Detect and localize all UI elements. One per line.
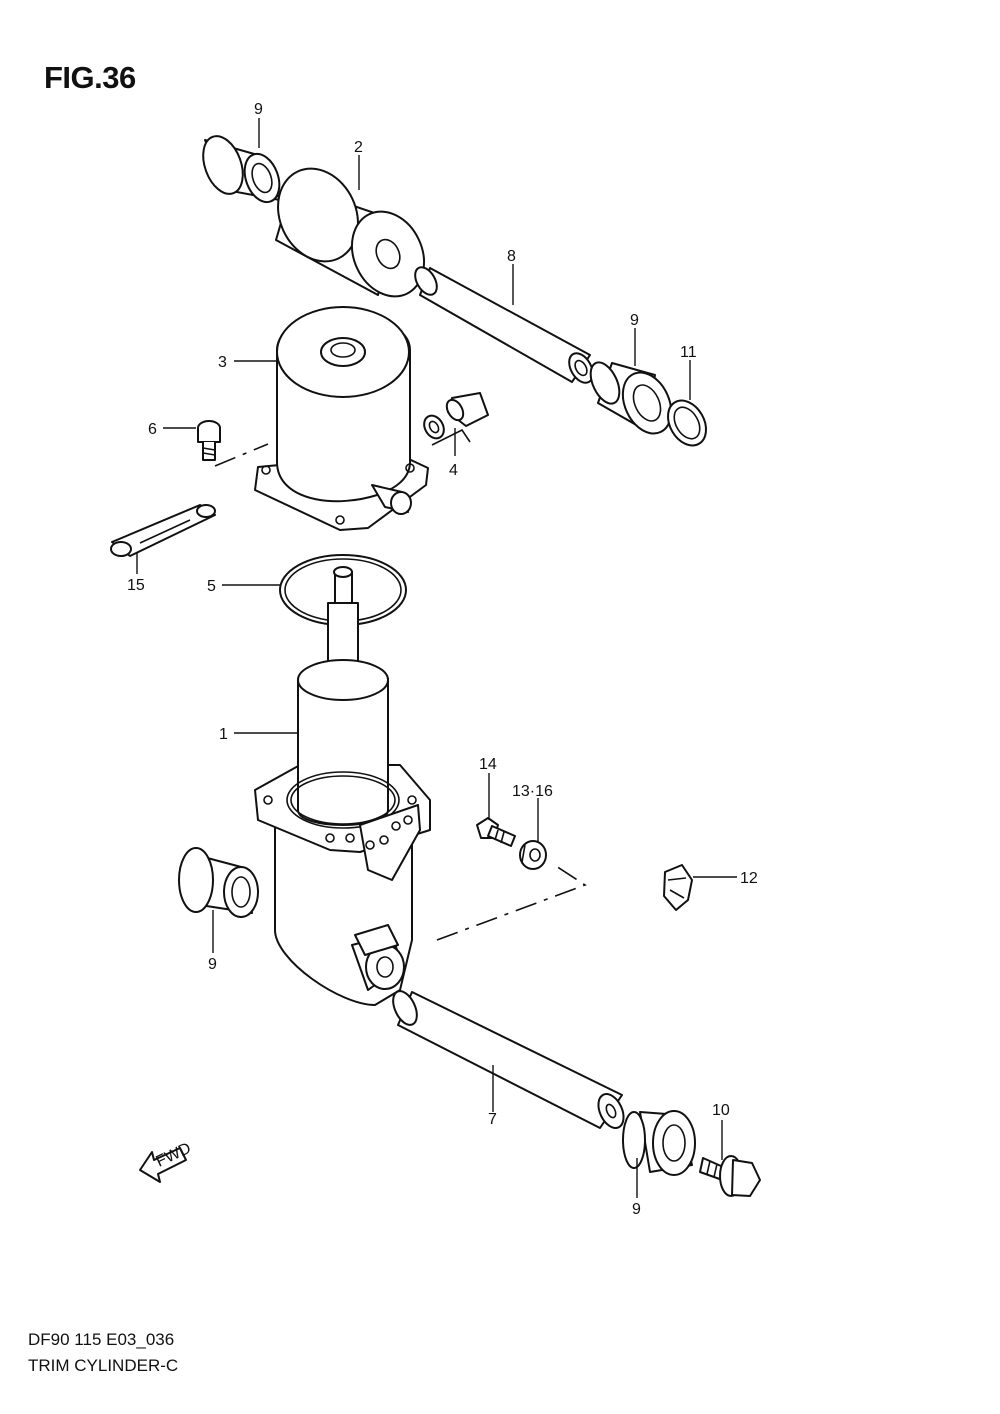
screw-14 bbox=[476, 817, 516, 847]
callout-8: 8 bbox=[507, 248, 516, 265]
snap-ring-11 bbox=[667, 399, 707, 447]
callout-6: 6 bbox=[148, 421, 157, 438]
fitting-4 bbox=[423, 392, 489, 446]
callout-2: 2 bbox=[354, 139, 363, 156]
assembly-line-bracket bbox=[436, 865, 587, 941]
bushing-9-bottom bbox=[622, 1110, 696, 1176]
callout-11: 11 bbox=[680, 344, 697, 361]
callout-5: 5 bbox=[207, 578, 216, 595]
callout-15: 15 bbox=[127, 577, 145, 594]
pin-8 bbox=[414, 266, 594, 384]
leader-lines bbox=[136, 118, 737, 1198]
ground-strap-15 bbox=[110, 504, 216, 557]
callout-12: 12 bbox=[740, 870, 758, 887]
bolt-6 bbox=[197, 420, 269, 467]
figure-title: FIG.36 bbox=[44, 60, 136, 95]
callout-9-right: 9 bbox=[630, 312, 639, 329]
bushing-9-right bbox=[589, 361, 673, 435]
callout-9-top: 9 bbox=[254, 101, 263, 118]
sleeve-2 bbox=[275, 167, 425, 298]
callout-10: 10 bbox=[712, 1102, 730, 1119]
pin-7 bbox=[392, 990, 625, 1129]
callout-9-bottom: 9 bbox=[632, 1201, 641, 1218]
callout-1: 1 bbox=[219, 726, 228, 743]
bolt-10 bbox=[699, 1155, 761, 1197]
figure-name: TRIM CYLINDER-C bbox=[28, 1356, 179, 1375]
cylinder-1 bbox=[254, 566, 431, 1006]
callout-9-left: 9 bbox=[208, 956, 217, 973]
bushing-9-top bbox=[202, 135, 281, 204]
figure-code: DF90 115 E03_036 bbox=[28, 1330, 175, 1349]
callout-4: 4 bbox=[449, 462, 458, 479]
reservoir-3 bbox=[254, 306, 429, 531]
clip-12 bbox=[663, 864, 693, 911]
callout-7: 7 bbox=[488, 1111, 497, 1128]
washer-13-16 bbox=[519, 840, 547, 870]
bushing-9-left bbox=[178, 847, 259, 918]
fwd-arrow-icon: FWD bbox=[139, 1140, 194, 1183]
callout-14: 14 bbox=[479, 756, 497, 773]
callout-3: 3 bbox=[218, 354, 227, 371]
callout-13-16: 13·16 bbox=[512, 783, 553, 800]
